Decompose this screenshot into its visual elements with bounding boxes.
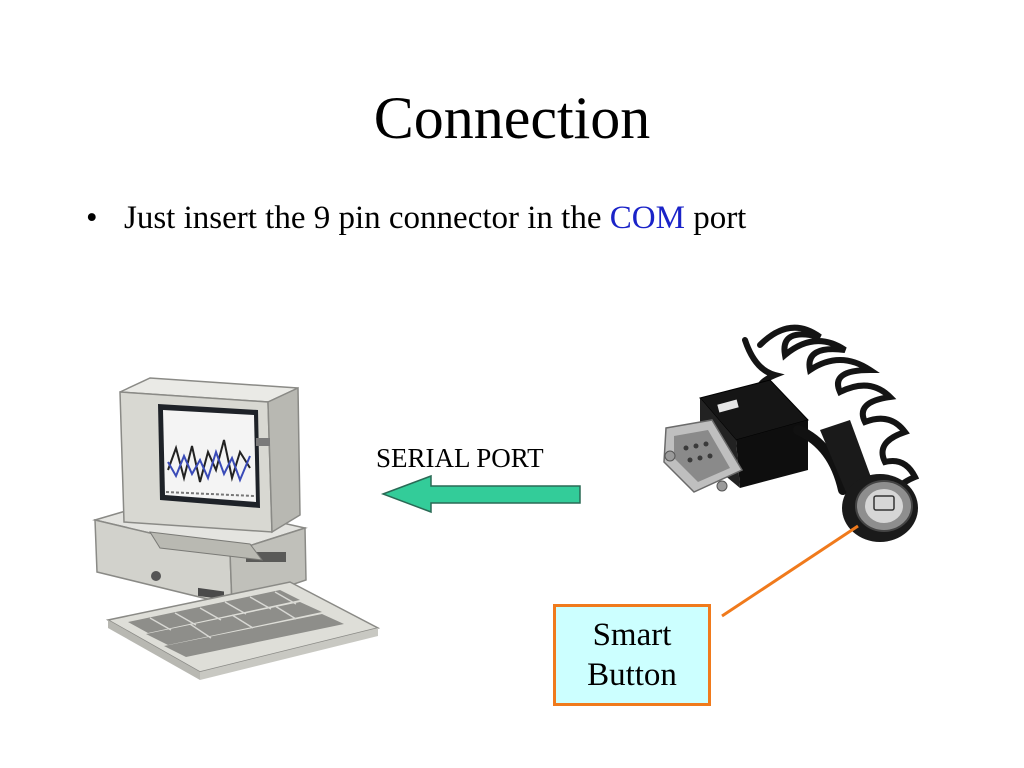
smart-button-icon: [842, 474, 918, 542]
com-highlight: COM: [609, 200, 685, 236]
callout-line-1: Smart: [592, 617, 672, 653]
bullet-marker: •: [86, 200, 98, 236]
arrow-left-icon: [380, 474, 581, 514]
serial-connector-icon: [663, 324, 920, 525]
smart-button-callout: Smart Button: [553, 604, 711, 706]
bullet-text-end: port: [693, 200, 747, 236]
serial-port-label: SERIAL PORT: [376, 443, 544, 473]
callout-line-2: Button: [587, 657, 677, 693]
callout-leader-line: [721, 524, 859, 618]
bullet-item: •Just insert the 9 pin connector in the …: [86, 196, 746, 240]
slide-title: Connection: [373, 85, 651, 151]
computer-icon: [92, 377, 381, 680]
bullet-text: Just insert the 9 pin connector in the: [124, 200, 602, 236]
